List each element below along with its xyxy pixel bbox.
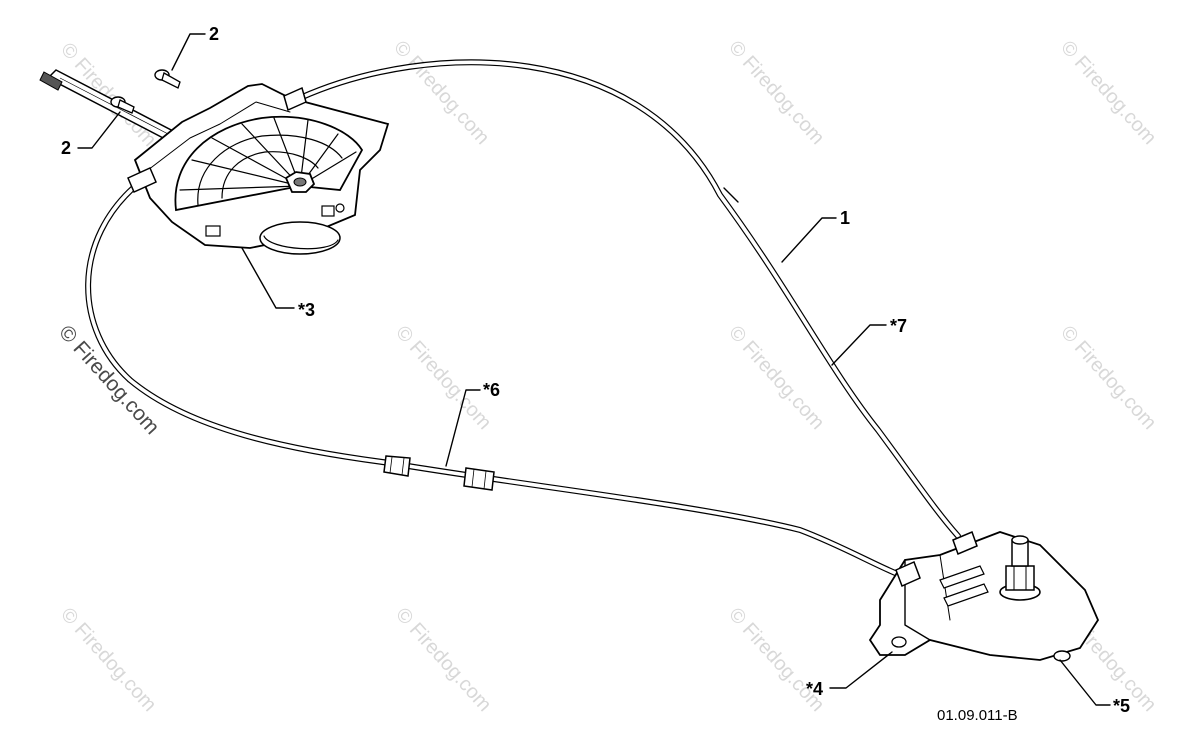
cable-ferrule xyxy=(383,455,411,477)
leader-lines xyxy=(77,33,1111,706)
watermark-text: © Firedog.com xyxy=(1056,322,1160,434)
callout-6: *6 xyxy=(483,380,500,400)
watermark-text: © Firedog.com xyxy=(391,604,495,716)
watermark-text-main: © Firedog.com xyxy=(54,321,163,439)
cable-lower xyxy=(85,179,903,578)
callout-2-left: 2 xyxy=(61,138,71,158)
watermark-text: © Firedog.com xyxy=(724,37,828,149)
watermark-text: © Firedog.com xyxy=(391,322,495,434)
watermark-text: © Firedog.com xyxy=(56,604,160,716)
cable-ferrule xyxy=(463,467,495,491)
cable-upper xyxy=(297,59,961,539)
center-nut xyxy=(284,171,316,193)
watermark-text: © Firedog.com xyxy=(389,37,493,149)
callout-4: *4 xyxy=(806,679,823,699)
watermark-text: © Firedog.com xyxy=(1056,37,1160,149)
watermark-text: © Firedog.com xyxy=(56,39,160,151)
callout-5: *5 xyxy=(1113,696,1130,716)
callout-1: 1 xyxy=(840,208,850,228)
watermark-text: © Firedog.com xyxy=(724,604,828,716)
callout-3: *3 xyxy=(298,300,315,320)
callout-2-top: 2 xyxy=(209,24,219,44)
pulley-bracket-assembly xyxy=(868,531,1100,662)
callout-7: *7 xyxy=(890,316,907,336)
control-assembly xyxy=(39,69,390,255)
bolt xyxy=(154,69,181,89)
callouts: 2 2 *3 1 *7 *6 *4 *5 xyxy=(61,24,1130,716)
stud-nut xyxy=(999,535,1041,601)
diagram-code: 01.09.011-B xyxy=(937,707,1018,724)
bolt xyxy=(110,96,135,114)
